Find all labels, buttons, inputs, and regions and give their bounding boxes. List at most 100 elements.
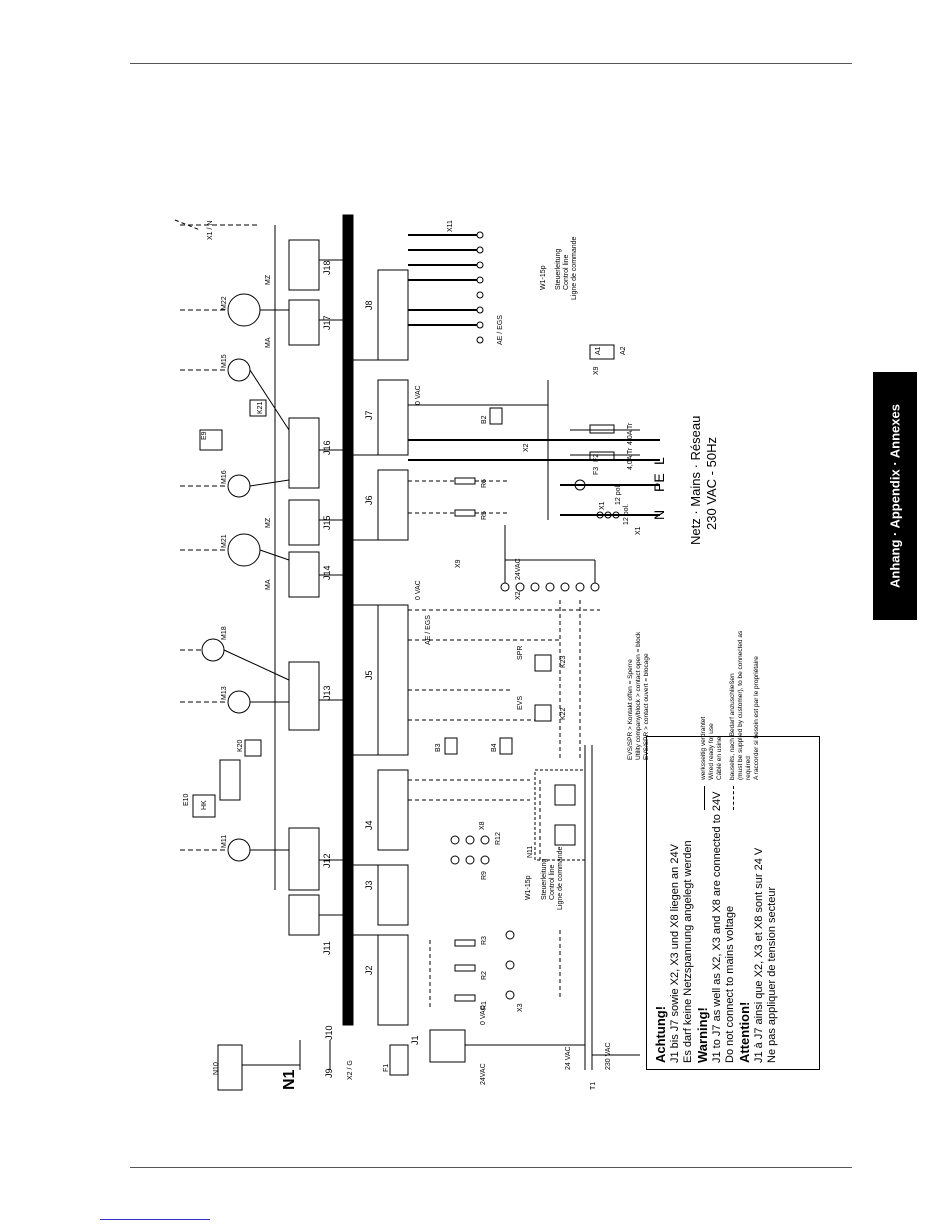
label-fuse-f3: 4,0A Tr: [627, 447, 634, 470]
pump-m18: [201, 638, 225, 662]
label-ctrl-de-a: Steuerleitung: [541, 859, 548, 900]
contactor-k20: [244, 739, 262, 757]
sensor-b3: [444, 737, 458, 755]
evs-note-3: EVS/SPR > contact ouvert = blocage: [643, 653, 650, 760]
label-f3: F3: [593, 467, 600, 475]
mains-title: Netz · Mains · Réseau: [688, 416, 703, 545]
label-j5: J5: [364, 670, 374, 680]
label-w1-a: W1-15p: [525, 875, 532, 900]
mains-n: N: [651, 510, 667, 520]
warning-de-line2: Es darf keine Netzspannung angelegt werd…: [682, 840, 694, 1063]
label-ma2: MA: [265, 337, 272, 348]
warning-box: Achtung! J1 bis J7 sowie X2, X3 und X8 l…: [646, 736, 820, 1070]
fuse-f3: [589, 451, 615, 461]
mixer-m22: [227, 293, 261, 327]
connector-j7: [377, 379, 409, 456]
label-n11: N11: [527, 846, 534, 858]
label-j12: J12: [322, 853, 332, 868]
label-k23: K23: [560, 655, 567, 668]
label-x2g: X2 / G: [347, 1060, 354, 1080]
label-ae-egs-x11: AE / EGS: [497, 315, 504, 345]
label-x8: X8: [479, 821, 486, 830]
label-ctrl-en-b: Control line: [563, 254, 570, 290]
label-ma1: MA: [265, 579, 272, 590]
warning-fr-line1: J1 à J7 ainsi que X2, X3 et X8 sont sur …: [753, 847, 765, 1063]
pump-m11: [227, 838, 251, 862]
relay-box-n11: [534, 769, 586, 861]
section-tab-label: Anhang · Appendix · Annexes: [887, 404, 903, 588]
label-r3: R3: [481, 936, 488, 945]
label-x1n: X1 / N: [207, 221, 214, 240]
connector-j11: [288, 894, 320, 936]
label-x2-b: X2: [523, 443, 530, 452]
connector-j3: [377, 864, 409, 926]
label-0vac-j5: 0 VAC: [415, 580, 422, 600]
fuse-f2: [589, 424, 615, 434]
label-24vac: 24VAC: [480, 1063, 487, 1085]
label-j14: J14: [322, 565, 332, 580]
label-j15: J15: [322, 515, 332, 530]
pump-m15: [227, 358, 251, 382]
connector-j15: [288, 499, 320, 546]
label-j13: J13: [322, 685, 332, 700]
mains-spec: 230 VAC - 50Hz: [704, 437, 719, 530]
label-ae-egs: AE / EGS: [425, 615, 432, 645]
connector-j5: [377, 604, 409, 756]
label-e10: E10: [183, 793, 190, 806]
label-x1-b: X1: [635, 526, 642, 535]
label-j9: J9: [324, 1068, 334, 1078]
label-r2: R2: [481, 971, 488, 980]
section-tab: Anhang · Appendix · Annexes: [873, 372, 917, 620]
mixer-m21: [227, 533, 261, 567]
label-pol-b: 12 pol.: [623, 504, 630, 525]
label-hk: HK: [201, 800, 208, 810]
label-j17: J17: [322, 315, 332, 330]
sensor-b2: [489, 407, 503, 425]
warning-fr-title: Attention!: [737, 1001, 752, 1063]
label-e9: E9: [201, 431, 208, 440]
label-ctrl-en-a: Control line: [549, 864, 556, 900]
label-k20: K20: [237, 739, 244, 752]
relay-k23: [534, 654, 552, 672]
label-x11: X11: [447, 220, 454, 232]
sensor-b4: [499, 737, 513, 755]
label-x2: X2: [515, 591, 522, 600]
label-j16: J16: [322, 440, 332, 455]
fuse-f1: [389, 1044, 409, 1076]
connector-j4: [377, 769, 409, 851]
label-m16: M16: [221, 470, 228, 484]
warning-de-line1: J1 bis J7 sowie X2, X3 und X8 liegen an …: [669, 844, 681, 1063]
label-n1: N1: [281, 1069, 298, 1090]
label-f1: F1: [383, 1064, 390, 1072]
label-j8: J8: [364, 300, 374, 310]
label-b2: B2: [481, 415, 488, 424]
evs-note-1: EVS/SPR > Kontakt offen = Sperre: [627, 659, 634, 760]
module-n10: [219, 759, 241, 801]
label-x9: X9: [455, 559, 462, 568]
connector-j14: [288, 551, 320, 598]
label-230vac-t: 230 VAC: [605, 1043, 612, 1071]
label-m18: M18: [221, 626, 228, 640]
label-mz1: MZ: [265, 517, 272, 528]
label-0vac-j7: 0 VAC: [415, 385, 422, 405]
label-m21: M21: [221, 534, 228, 548]
label-ctrl-de-b: Steuerleitung: [555, 249, 562, 290]
connector-j13: [288, 661, 320, 731]
warning-en-line1: J1 to J7 as well as X2, X3 and X8 are co…: [711, 791, 723, 1063]
label-a2: A2: [620, 346, 627, 355]
label-x3: X3: [517, 1003, 524, 1012]
evs-note-2: Utility company/block > contact open = b…: [635, 631, 642, 760]
label-evs: EVS: [517, 696, 524, 710]
label-w1-b: W1-15p: [540, 265, 547, 290]
label-24vac-x2: 24VAC: [515, 558, 522, 580]
bottom-rule: [130, 1167, 852, 1168]
label-b3: B3: [435, 743, 442, 752]
resistors: [454, 477, 476, 1002]
label-b4: B4: [491, 743, 498, 752]
label-j11: J11: [322, 941, 332, 955]
connector-j18: [288, 239, 320, 291]
footer-link-underline[interactable]: [100, 1219, 210, 1220]
mains-l: L: [651, 457, 667, 465]
label-j10: J10: [324, 1025, 334, 1040]
